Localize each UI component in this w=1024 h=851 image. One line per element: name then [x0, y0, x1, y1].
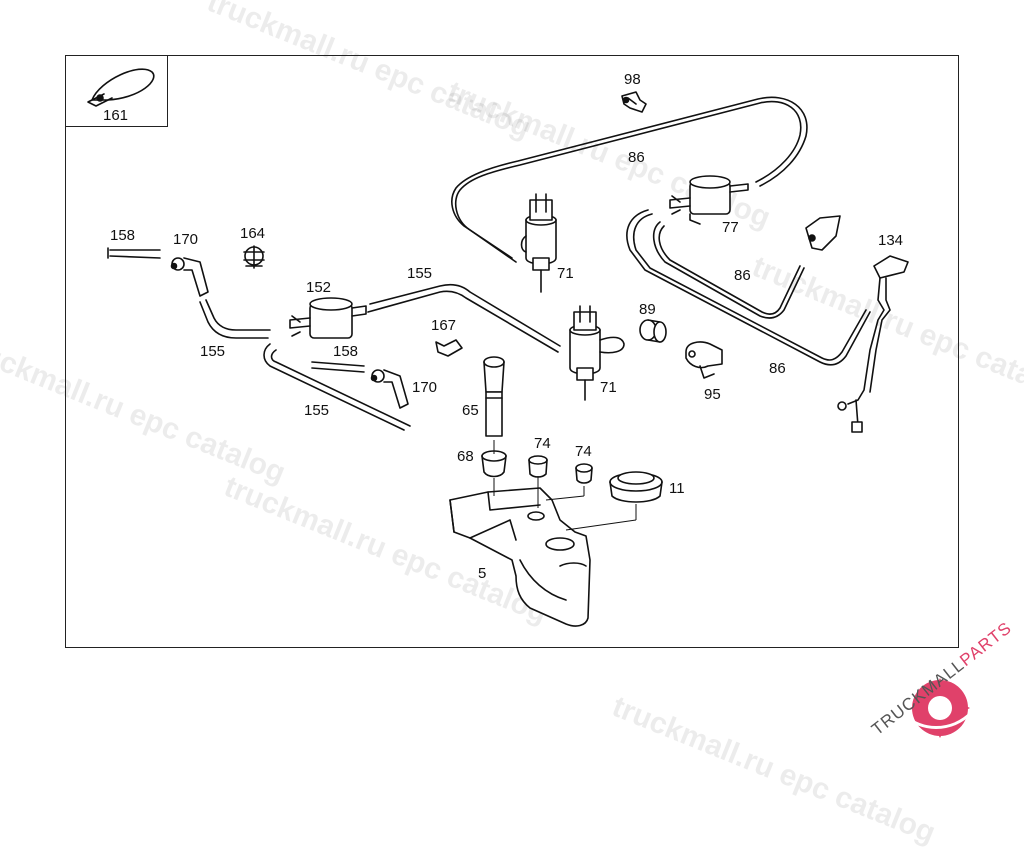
- callout-164[interactable]: 164: [240, 225, 266, 242]
- part-89-sleeve[interactable]: [639, 319, 667, 343]
- part-71-pump-lower[interactable]: [569, 305, 625, 401]
- callout-95[interactable]: 95: [704, 386, 721, 403]
- callout-74-a[interactable]: 74: [534, 435, 551, 452]
- callout-98[interactable]: 98: [624, 71, 641, 88]
- part-170-nozzle-lower[interactable]: [370, 369, 409, 409]
- part-167-bracket[interactable]: [435, 339, 463, 357]
- callout-134[interactable]: 134: [878, 232, 904, 249]
- callout-74-b[interactable]: 74: [575, 443, 592, 460]
- part-158-hose-lower[interactable]: [311, 361, 365, 373]
- part-68-grommet[interactable]: [481, 450, 507, 478]
- part-155-hose-left[interactable]: [199, 299, 411, 431]
- part-86-hose-right[interactable]: [626, 209, 871, 366]
- callout-89[interactable]: 89: [639, 301, 656, 318]
- callout-158-upper[interactable]: 158: [110, 227, 136, 244]
- diagram-frame: [65, 55, 959, 648]
- callout-152[interactable]: 152: [306, 279, 332, 296]
- part-86-hose-upper[interactable]: [451, 96, 808, 263]
- part-164-connector[interactable]: [243, 245, 265, 269]
- callout-71-upper[interactable]: 71: [557, 265, 574, 282]
- part-86-cap[interactable]: [805, 215, 841, 251]
- part-95-clamp[interactable]: [685, 341, 723, 379]
- part-152-pump[interactable]: [289, 297, 367, 339]
- callout-86-middle[interactable]: 86: [734, 267, 751, 284]
- callout-86-lower[interactable]: 86: [769, 360, 786, 377]
- callout-170-lower[interactable]: 170: [412, 379, 438, 396]
- parts-drawing: [87, 68, 974, 738]
- part-71-pump-upper[interactable]: [520, 193, 557, 293]
- callout-155-middle[interactable]: 155: [407, 265, 433, 282]
- part-5-reservoir-tank[interactable]: [449, 487, 591, 627]
- callout-155-left[interactable]: 155: [200, 343, 226, 360]
- callout-170-upper[interactable]: 170: [173, 231, 199, 248]
- inset-box: [65, 55, 168, 127]
- leader-lines: [493, 440, 637, 531]
- part-155-hose-middle[interactable]: [367, 283, 561, 353]
- callout-77[interactable]: 77: [722, 219, 739, 236]
- callout-65[interactable]: 65: [462, 402, 479, 419]
- callout-71-lower[interactable]: 71: [600, 379, 617, 396]
- truckmall-gear-logo-icon: [904, 678, 974, 738]
- callout-11[interactable]: 11: [669, 480, 685, 497]
- callout-158-lower[interactable]: 158: [333, 343, 359, 360]
- part-65-filler-neck[interactable]: [483, 356, 505, 437]
- callout-86-upper[interactable]: 86: [628, 149, 645, 166]
- part-170-nozzle-upper[interactable]: [170, 257, 209, 297]
- part-98-clip[interactable]: [621, 91, 647, 113]
- callout-161[interactable]: 161: [103, 107, 129, 124]
- part-134-nozzle[interactable]: [837, 255, 909, 433]
- part-158-hose-upper[interactable]: [107, 247, 161, 259]
- part-77-pump[interactable]: [669, 175, 749, 225]
- part-74-grommet-a[interactable]: [528, 455, 548, 478]
- part-11-cap[interactable]: [609, 471, 663, 503]
- part-161-cable-tie[interactable]: [87, 68, 155, 107]
- callout-68[interactable]: 68: [457, 448, 474, 465]
- callout-167[interactable]: 167: [431, 317, 457, 334]
- callout-5[interactable]: 5: [478, 565, 487, 582]
- callout-155-lower[interactable]: 155: [304, 402, 330, 419]
- part-74-grommet-b[interactable]: [575, 463, 593, 484]
